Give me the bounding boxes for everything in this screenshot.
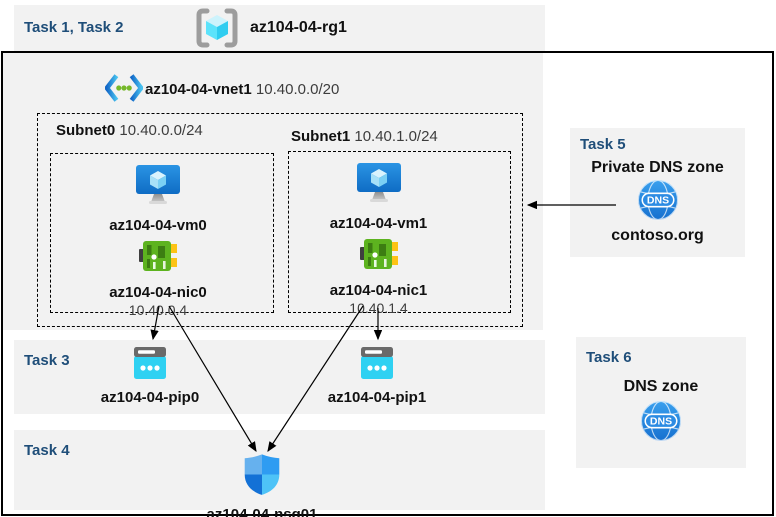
task-1-2-band: Task 1, Task 2 az104-04-rg1: [14, 5, 545, 51]
svg-text:DNS: DNS: [646, 194, 668, 206]
subnet1-name: Subnet1: [291, 128, 351, 145]
private-dns-zone-name: contoso.org: [611, 227, 704, 244]
vnet-cidr: 10.40.0.0/20: [255, 81, 340, 98]
resource-group-name: az104-04-rg1: [250, 19, 347, 36]
vm-name: az104-04-vm0: [109, 217, 207, 234]
private-dns-zone-title: Private DNS zone: [591, 159, 724, 176]
private-dns-zone-panel: Task 5 Private DNS zone DNS: [570, 128, 745, 257]
subnet1-cidr: 10.40.1.0/24: [354, 128, 438, 145]
nic-icon: [359, 237, 398, 276]
nsg-group: az104-04-nsg01: [197, 453, 327, 517]
subnets-container: Subnet0 10.40.0.0/24 Subnet1 10.40.1.0/2…: [37, 113, 523, 327]
dns-zone-panel: Task 6 DNS zone DNS: [576, 337, 746, 468]
nic-icon: [139, 239, 177, 278]
vnet-title: az104-04-vnet1 10.40.0.0/20: [145, 81, 339, 98]
task-5-label: Task 5: [580, 136, 626, 153]
dns-icon: DNS: [637, 179, 679, 226]
vnet-name: az104-04-vnet1: [145, 81, 252, 98]
public-ip-name: az104-04-pip0: [100, 389, 200, 406]
vm-icon: [356, 162, 402, 209]
public-ip-0-group: az104-04-pip0: [85, 347, 215, 406]
subnet0-name: Subnet0: [56, 122, 116, 139]
public-ip-name: az104-04-pip1: [327, 389, 427, 406]
task-3-band: Task 3 az104-04-pip0: [14, 340, 545, 414]
task-3-label: Task 3: [24, 352, 70, 369]
dns-zone-title: DNS zone: [623, 378, 699, 395]
task-1-2-label: Task 1, Task 2: [24, 19, 124, 36]
subnet0-box: az104-04-vm0 az104-04-: [50, 153, 274, 318]
subnet1-label: Subnet1 10.40.1.0/24: [291, 128, 438, 145]
task-6-label: Task 6: [586, 349, 632, 366]
public-ip-icon: [359, 347, 395, 384]
nic-ip: 10.40.0.4: [128, 302, 188, 318]
nsg-name: az104-04-nsg01: [206, 506, 318, 517]
subnet1-box: az104-04-vm1 az104-04-: [288, 151, 511, 316]
subnet0-label: Subnet0 10.40.0.0/24: [56, 122, 203, 139]
public-ip-icon: [132, 347, 168, 384]
nic-name: az104-04-nic1: [329, 282, 428, 299]
vm-name: az104-04-vm1: [329, 215, 428, 232]
svg-text:DNS: DNS: [650, 415, 672, 427]
subnet0-cidr: 10.40.0.0/24: [119, 122, 203, 139]
nic-name: az104-04-nic0: [109, 284, 207, 301]
vm-icon: [135, 164, 181, 211]
nic-ip: 10.40.1.4: [349, 300, 408, 316]
public-ip-1-group: az104-04-pip1: [312, 347, 442, 406]
resource-group-icon: [195, 8, 239, 53]
virtual-network-icon: [103, 73, 145, 108]
task-4-label: Task 4: [24, 442, 70, 459]
task-4-band: Task 4 az104-04-nsg0: [14, 430, 545, 517]
vnet-region: az104-04-vnet1 10.40.0.0/20 Subnet0 10.4…: [3, 53, 543, 330]
dns-icon: DNS: [640, 400, 682, 447]
nsg-icon: [243, 453, 281, 501]
